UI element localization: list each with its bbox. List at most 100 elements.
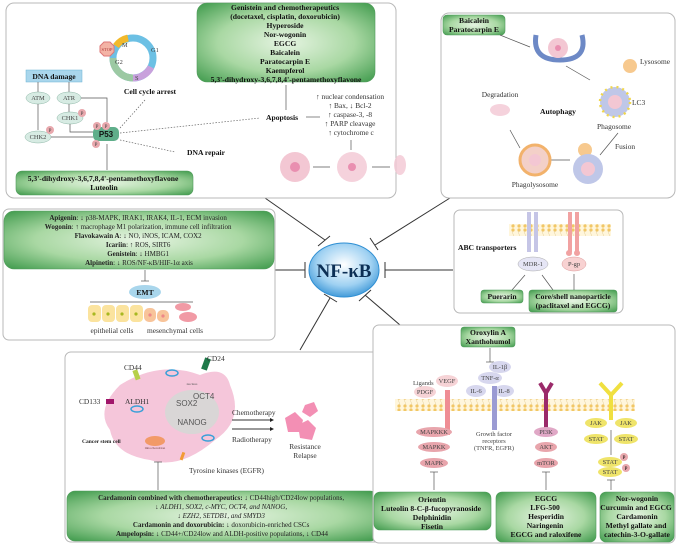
svg-text:P: P [49, 129, 52, 134]
svg-text:MAPKKK: MAPKKK [420, 429, 448, 436]
svg-text:Lysosome: Lysosome [640, 57, 671, 66]
svg-text:Apigenin: ↓ p38-MAPK, IRAK1, I: Apigenin: ↓ p38-MAPK, IRAK1, IRAK4, IL-1… [45, 214, 233, 267]
svg-text:epithelial cells: epithelial cells [91, 326, 134, 335]
apoptosis-cells-icon [280, 152, 406, 182]
mapk-drugs-box [373, 491, 492, 531]
svg-text:Cardamonin combined with chemo: Cardamonin combined with chemotherapeuti… [98, 494, 346, 538]
svg-text:OCT4: OCT4 [193, 392, 215, 401]
p53-drugs-box [15, 170, 194, 196]
svg-text:IL-8: IL-8 [498, 388, 509, 395]
svg-text:MAPK: MAPK [425, 460, 444, 467]
svg-text:mesenchymal cells: mesenchymal cells [147, 326, 203, 335]
svg-text:↑ nuclear condensation ↑: ↑ nuclear condensation ↑ Bax, ↓ Bcl-2 ↑ … [316, 92, 386, 137]
svg-text:CHK1: CHK1 [62, 115, 79, 122]
dna-damage-panel: Genistein and chemotherapeutics (docetax… [5, 2, 406, 199]
svg-text:STAT: STAT [603, 469, 618, 476]
svg-text:nucleus: nucleus [187, 382, 198, 386]
dna-damage-box [25, 69, 83, 83]
puerarin-box [480, 289, 524, 304]
svg-text:JAK: JAK [590, 420, 602, 427]
emt-drugs-box [3, 210, 275, 270]
svg-text:VEGF: VEGF [439, 378, 456, 385]
svg-text:ATR: ATR [63, 95, 76, 102]
svg-text:CHK2: CHK2 [30, 134, 47, 141]
svg-text:Fusion: Fusion [615, 142, 635, 151]
svg-text:CD24: CD24 [207, 354, 225, 363]
svg-text:PDGF: PDGF [417, 389, 434, 396]
emt-panel: Apigenin: ↓ p38-MAPK, IRAK1, IRAK4, IL-1… [2, 208, 276, 341]
svg-text:M: M [122, 42, 128, 49]
svg-text:Core/shell nanoparticle(paclit: Core/shell nanoparticle(paclitaxel and E… [535, 292, 611, 310]
svg-text:P: P [96, 125, 99, 130]
svg-text:S: S [135, 75, 139, 82]
svg-text:mTOR: mTOR [537, 460, 555, 467]
svg-text:Phagosome: Phagosome [597, 122, 632, 131]
svg-text:CD133: CD133 [79, 397, 101, 406]
mdr1-node [517, 256, 549, 272]
svg-text:P: P [95, 143, 98, 148]
autophagy-drugs-box [442, 14, 506, 36]
svg-text:DNA damage: DNA damage [32, 72, 76, 81]
svg-text:Radiotherapy: Radiotherapy [232, 435, 272, 444]
nfkb-node: NF-κB [308, 242, 380, 298]
svg-text:PI3K: PI3K [539, 429, 553, 436]
svg-text:Ligands: Ligands [413, 380, 434, 387]
svg-text:DNA repair: DNA repair [187, 148, 226, 157]
svg-text:SOX2: SOX2 [176, 399, 198, 408]
svg-text:STOP: STOP [102, 47, 113, 52]
svg-text:MDR-1: MDR-1 [523, 261, 543, 268]
svg-text:Puerarin: Puerarin [487, 292, 517, 301]
svg-text:Genistein and chemotherapeutic: Genistein and chemotherapeutics (docetax… [211, 3, 362, 84]
svg-text:STAT: STAT [619, 436, 634, 443]
svg-text:CD44: CD44 [124, 363, 142, 372]
svg-text:NANOG: NANOG [177, 418, 206, 427]
svg-text:P: P [623, 456, 626, 461]
apoptosis-drugs-box [196, 2, 376, 83]
svg-text:MAPKK: MAPKK [422, 444, 445, 451]
inhibition-connectors [264, 197, 453, 351]
svg-text:ALDH1: ALDH1 [125, 397, 150, 406]
svg-text:Chemotherapy: Chemotherapy [232, 408, 276, 417]
svg-text:LC3: LC3 [632, 98, 645, 107]
svg-text:Phagolysosome: Phagolysosome [512, 180, 559, 189]
svg-text:G1: G1 [151, 47, 159, 54]
resistant-cells-icon [285, 402, 318, 440]
svg-text:IL-1β: IL-1β [493, 364, 508, 371]
oroxylin-box [460, 326, 516, 348]
svg-text:Cell cycle arrest: Cell cycle arrest [124, 87, 177, 96]
nanoparticle-box [528, 289, 618, 313]
svg-text:mitochondrion: mitochondrion [145, 446, 166, 450]
svg-text:Tyrosine kinases (EGFR): Tyrosine kinases (EGFR) [189, 466, 265, 475]
svg-text:P: P [81, 112, 84, 117]
svg-text:P53: P53 [99, 130, 114, 139]
jak-drugs-box [599, 491, 675, 543]
cell-cycle-icon: STOP M G1 G2 S [99, 34, 159, 82]
svg-text:P: P [105, 125, 108, 130]
abc-transporters-panel: ABC transporters MDR-1 P-gp Puerarin Cor… [453, 209, 624, 314]
svg-text:EMT: EMT [136, 288, 153, 297]
emt-cells-icon [88, 303, 197, 322]
nfkb-label: NF-κB [317, 261, 372, 282]
svg-text:Cancer stem cell: Cancer stem cell [82, 439, 121, 445]
svg-text:P: P [625, 467, 628, 472]
svg-text:ABC transporters: ABC transporters [458, 243, 516, 252]
svg-text:G2: G2 [115, 59, 123, 66]
svg-text:P-gp: P-gp [568, 261, 580, 268]
svg-text:JAK: JAK [620, 420, 632, 427]
svg-text:STAT: STAT [603, 459, 618, 466]
svg-text:Autophagy: Autophagy [540, 107, 576, 116]
svg-text:ATM: ATM [31, 95, 45, 102]
cancer-stem-cell-panel: nucleus SOX2 OCT4 NANOG CD44 CD24 CD133 … [64, 351, 381, 543]
svg-text:STAT: STAT [589, 436, 604, 443]
svg-text:5,3'-dihydroxy-3,6,7,8,4'-pent: 5,3'-dihydroxy-3,6,7,8,4'-pentamethoxyfl… [28, 174, 181, 192]
svg-text:TNF-α: TNF-α [481, 375, 499, 382]
